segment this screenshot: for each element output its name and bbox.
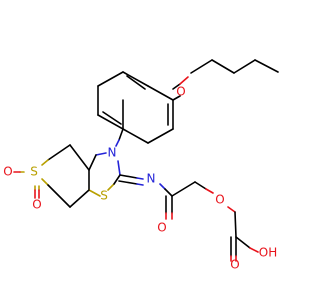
bond-imine-1-n [136,177,144,180]
atom-sulfone-oxygen-1: O [3,165,12,179]
atom-sulfone-sulfur: S [30,165,38,179]
butyl-chain [190,59,279,74]
atom-imine-nitrogen: N [147,172,156,186]
atom-sulfone-oxygen-2: O [32,198,41,212]
sulfolane-ring [41,144,90,208]
bond-ring-to-ether [172,95,181,101]
bond-ring-to-n-n [115,139,120,147]
bond-imine-1 [119,174,138,179]
bond-imine-2 [118,180,138,185]
atom-ether-oxygen: O [176,85,185,99]
bond-ether-o-ch2 [172,83,181,90]
atom-ring-nitrogen: N [108,146,117,160]
amide-acid-chain [159,181,259,262]
atom-acid-hydroxyl: OH [259,246,277,260]
atom-amide-oxygen: O [157,221,166,235]
sulfone-oxygen-bonds [13,171,40,199]
bond-imine-2-n [136,183,144,186]
molecule-structure-diagram: O N S O O S N O O O OH [3,59,279,272]
thiazolidine-ring [88,152,121,197]
bond-ring-to-n [118,128,124,141]
atom-acid-carbonyl-oxygen: O [230,258,239,272]
atom-thiazole-sulfur: S [100,189,108,203]
benzene-ring [97,71,174,144]
bond-ether-o-ch2-o [179,76,189,85]
atom-ether2-oxygen: O [215,193,224,207]
